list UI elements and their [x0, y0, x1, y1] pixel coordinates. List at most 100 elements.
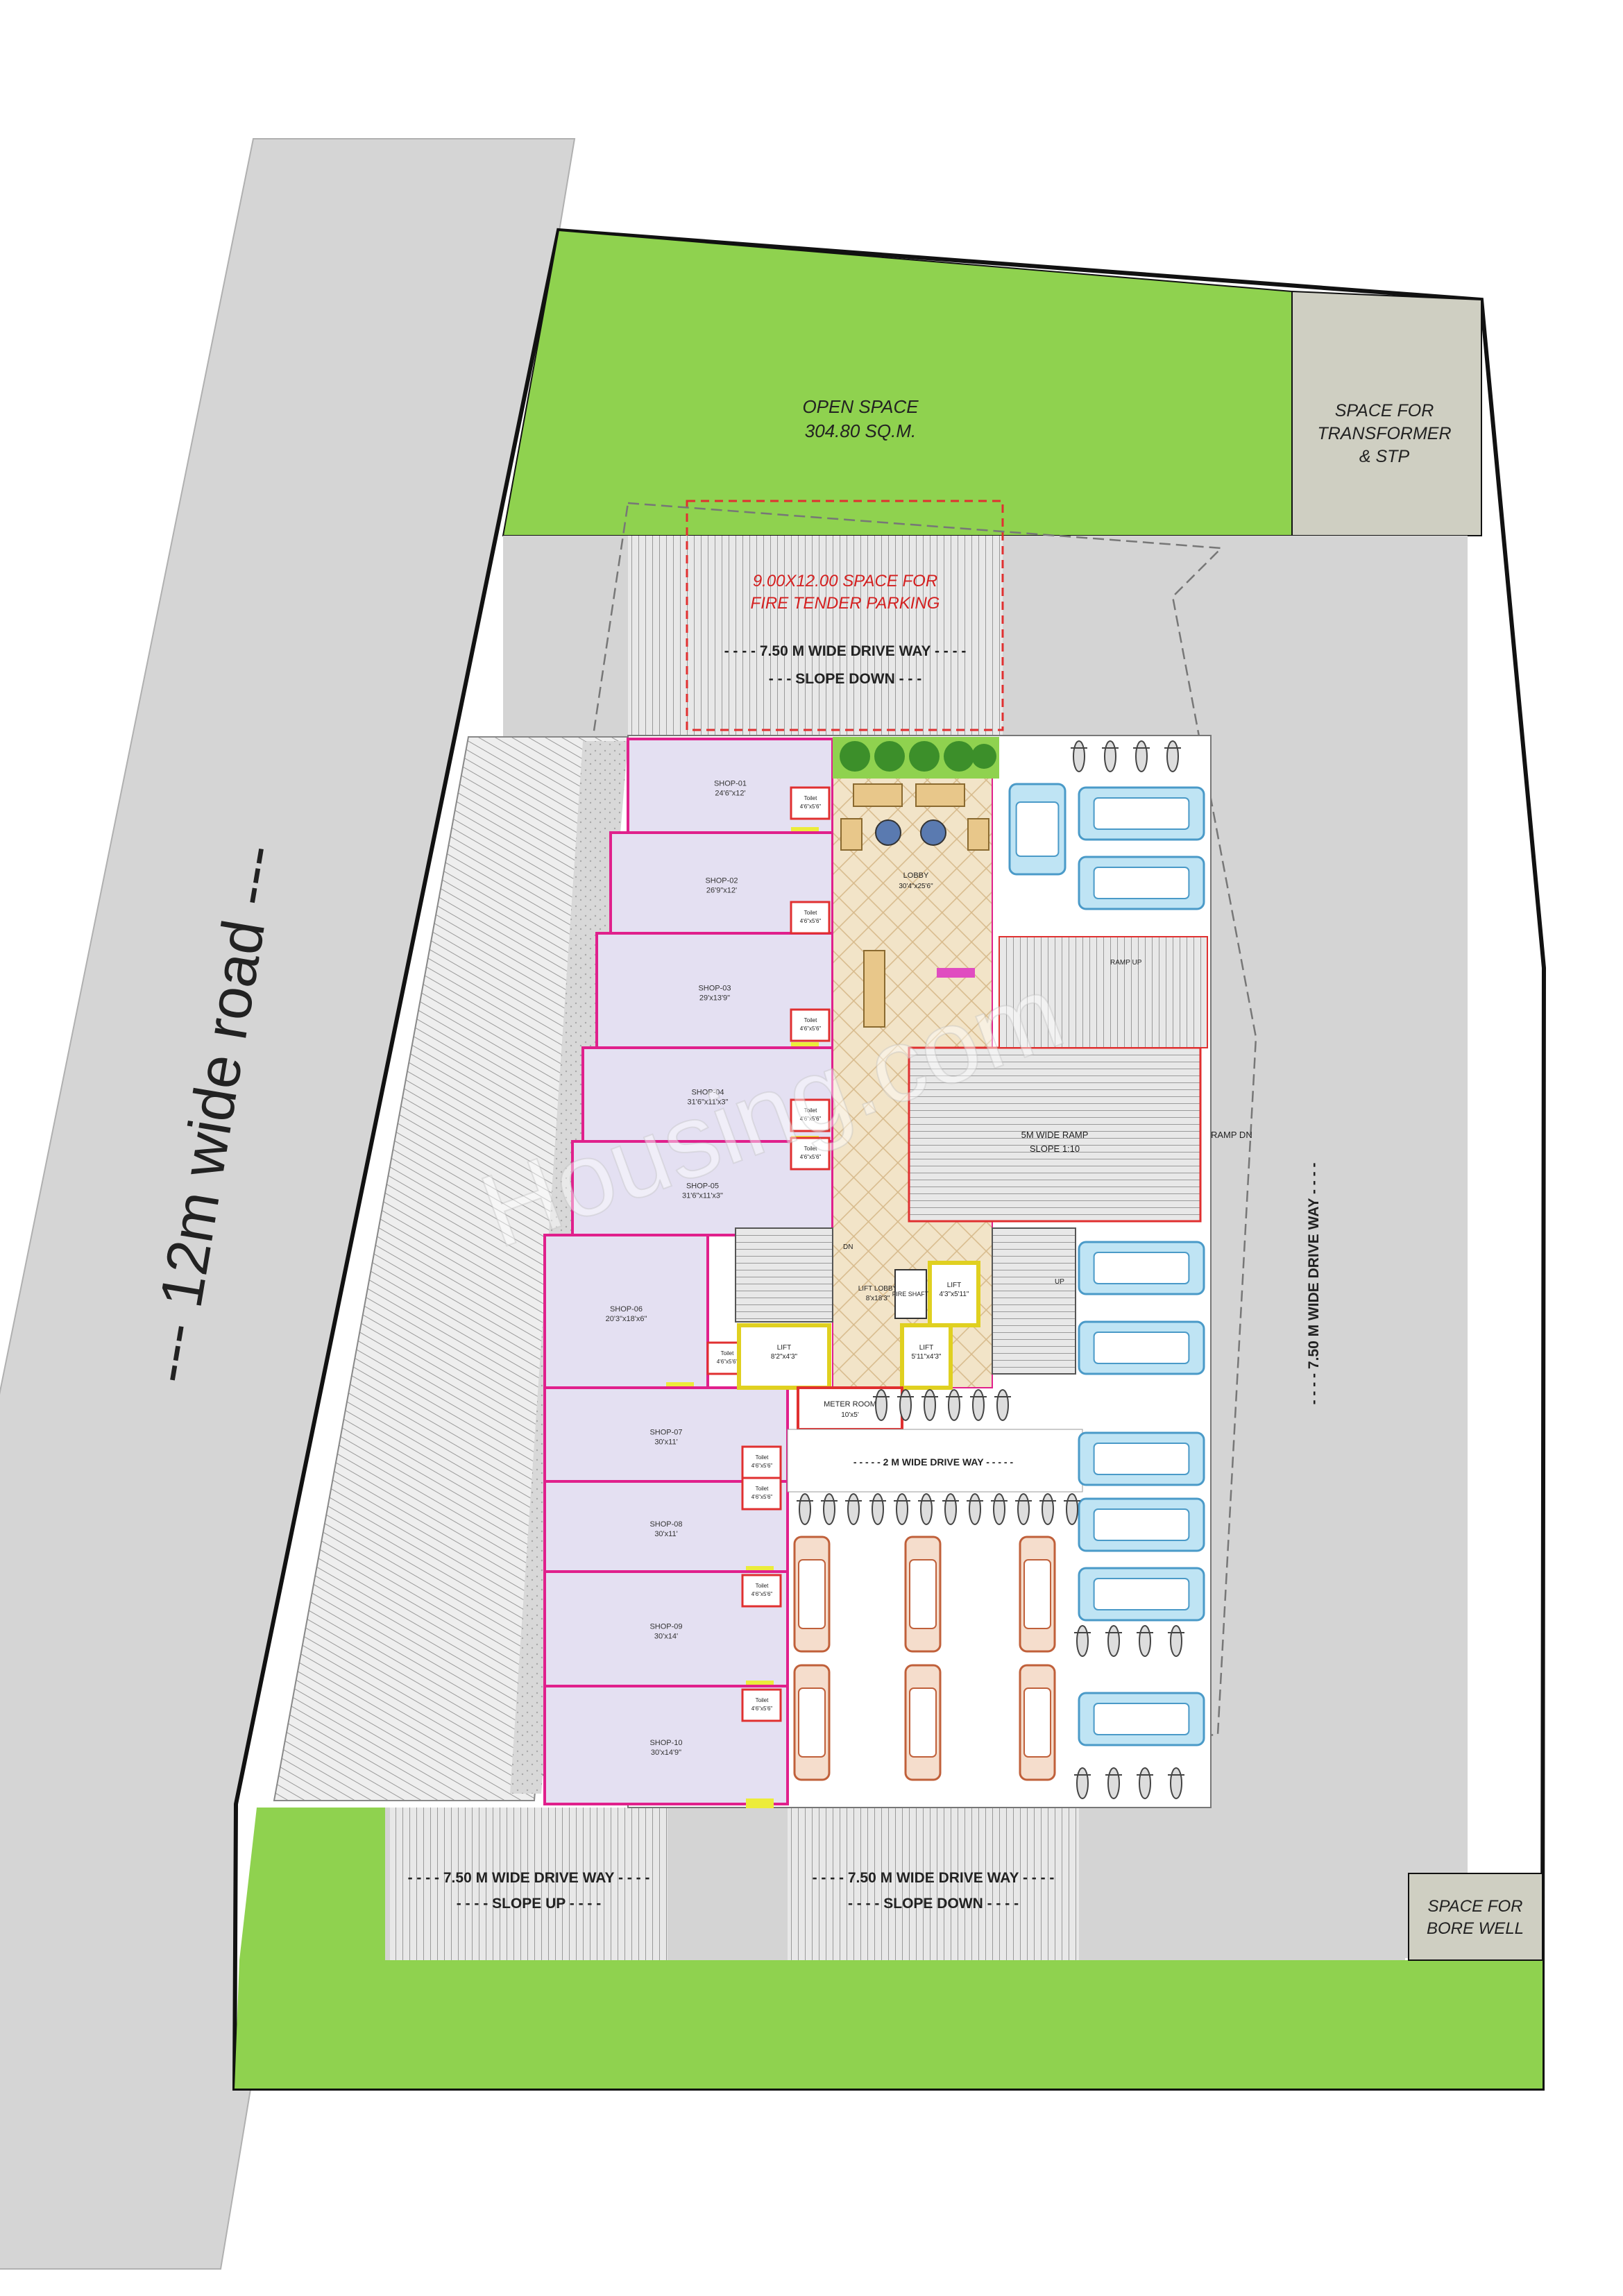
top-driveway-slope: - - - SLOPE DOWN - - - [769, 671, 921, 687]
inner-driveway [787, 1429, 1083, 1493]
lift-2-label: LIFT [919, 1344, 934, 1352]
stair-up-label: UP [1055, 1278, 1064, 1286]
right-driveway-label: - - - - 7.50 M WIDE DRIVE WAY - - - - [1306, 1163, 1322, 1405]
core: DN LIFT 8'2"x4'3" LIFT 5'11"x4'3" LIFT 4… [735, 1227, 1076, 1431]
fire-tender-label-1: 9.00X12.00 SPACE FOR [753, 572, 937, 590]
shop-size: 24'6"x12' [715, 790, 745, 798]
tree-icon [971, 744, 996, 769]
ramp: 5M WIDE RAMP SLOPE 1:10 RAMP DN RAMP UP [908, 936, 1252, 1223]
motorbike-icon [994, 1389, 1011, 1421]
ramp-dn-label: RAMP DN [1211, 1130, 1252, 1140]
signage-icon [937, 968, 975, 978]
meter-room-label: METER ROOM [824, 1400, 876, 1409]
toilet-label: Toilet [756, 1697, 769, 1703]
ramp-up-label: RAMP UP [1110, 959, 1142, 967]
toilet-size: 4'6"x5'6" [751, 1463, 773, 1469]
lobby-label: LOBBY [903, 871, 929, 880]
open-space-area: 304.80 SQ.M. [805, 420, 916, 441]
shop-name: SHOP-10 [649, 1739, 682, 1747]
shop-size: 29'x13'9" [699, 994, 730, 1003]
motorbike-icon [1168, 1767, 1184, 1799]
shop-size: 20'3"x18'x6" [606, 1315, 647, 1323]
car-icon [1019, 1536, 1056, 1653]
tree-icon [909, 741, 940, 772]
motorbike-icon [1137, 1767, 1153, 1799]
motorbike-icon [821, 1493, 838, 1525]
motorbike-icon [991, 1493, 1008, 1525]
chair-icon [967, 818, 989, 851]
meter-room-size: 10'x5' [841, 1411, 859, 1419]
motorbike-icon [797, 1493, 813, 1525]
open-space-title: OPEN SPACE [802, 396, 919, 417]
shop-name: SHOP-01 [714, 780, 747, 788]
motorbike-icon [970, 1389, 987, 1421]
toilet-size: 4'6"x5'6" [800, 1026, 822, 1032]
car-icon [1019, 1664, 1056, 1781]
toilet-label: Toilet [804, 1017, 817, 1023]
bore-well-label-2: BORE WELL [1427, 1919, 1524, 1938]
transformer-label-1: SPACE FOR [1335, 401, 1434, 420]
table-icon [875, 819, 901, 846]
lift-lobby-label: LIFT LOBBY [858, 1285, 898, 1293]
bottom-mid-driveway-label: - - - - 7.50 M WIDE DRIVE WAY - - - - [813, 1870, 1055, 1886]
motorbike-icon [1105, 1625, 1122, 1657]
shop-size: 30'x11' [654, 1438, 677, 1447]
motorbike-icon [894, 1493, 910, 1525]
inner-driveway-label: - - - - - 2 M WIDE DRIVE WAY - - - - - [853, 1456, 1014, 1468]
parking [793, 740, 1205, 1799]
top-driveway-label: - - - - 7.50 M WIDE DRIVE WAY - - - - [724, 643, 967, 659]
toilet [741, 1477, 782, 1511]
car-icon [1078, 856, 1205, 910]
shop-size: 30'x11' [654, 1530, 677, 1538]
lift-3-size: 4'3"x5'11" [940, 1291, 969, 1298]
ramp-label: 5M WIDE RAMP [1021, 1130, 1089, 1140]
reception-desk-icon [863, 950, 885, 1028]
shop-size: 26'9"x12' [706, 887, 737, 895]
lift-lobby-size: 8'x18'3" [866, 1295, 890, 1302]
fire-shaft-label: FIRE SHAFT [892, 1291, 929, 1298]
sofa-icon [853, 783, 903, 807]
motorbike-icon [1133, 740, 1150, 772]
shop-name: SHOP-04 [691, 1089, 724, 1097]
car-icon [1078, 1431, 1205, 1486]
bore-well-area [1408, 1873, 1543, 1961]
shop-size: 31'6"x11'x3" [688, 1098, 729, 1107]
shop-6 [543, 1234, 709, 1389]
bottom-left-driveway-label: - - - - 7.50 M WIDE DRIVE WAY - - - - [408, 1870, 650, 1886]
stair-left [735, 1227, 833, 1323]
shop-name: SHOP-06 [610, 1305, 643, 1313]
toilet-size: 4'6"x5'6" [800, 918, 822, 924]
motorbike-icon [1102, 740, 1119, 772]
motorbike-icon [1168, 1625, 1184, 1657]
toilet-label: Toilet [804, 1107, 817, 1114]
motorbike-icon [946, 1389, 962, 1421]
transformer-label-2: TRANSFORMER [1317, 424, 1451, 443]
car-icon [793, 1664, 831, 1781]
toilet-label: Toilet [756, 1454, 769, 1461]
lift-1-size: 8'2"x4'3" [771, 1353, 798, 1361]
toilet [741, 1574, 782, 1608]
bottom-mid-driveway [788, 1808, 1079, 1960]
bottom-green-strip [235, 1960, 1543, 2089]
toilet-size: 4'6"x5'6" [717, 1359, 738, 1365]
motorbike-icon [1071, 740, 1087, 772]
toilet-label: Toilet [756, 1486, 769, 1492]
tree-icon [840, 741, 870, 772]
car-icon [1078, 1241, 1205, 1295]
toilet [790, 786, 831, 820]
car-icon [1008, 783, 1067, 876]
bottom-mid-driveway-slope: - - - - SLOPE DOWN - - - - [848, 1896, 1019, 1912]
toilet-label: Toilet [721, 1350, 734, 1357]
lift-2 [900, 1323, 953, 1390]
toilet-label: Toilet [756, 1583, 769, 1589]
car-icon [1078, 1692, 1205, 1746]
lift-1 [737, 1323, 831, 1390]
motorbike-icon [1064, 1493, 1080, 1525]
toilet [790, 1098, 831, 1132]
shop-8 [543, 1480, 789, 1573]
road: --- 12m wide road --- [0, 138, 576, 2270]
transformer-label-3: & STP [1359, 447, 1410, 466]
transformer-stp-area [1291, 290, 1482, 536]
shop-name: SHOP-08 [649, 1520, 682, 1529]
motorbike-icon [845, 1493, 862, 1525]
